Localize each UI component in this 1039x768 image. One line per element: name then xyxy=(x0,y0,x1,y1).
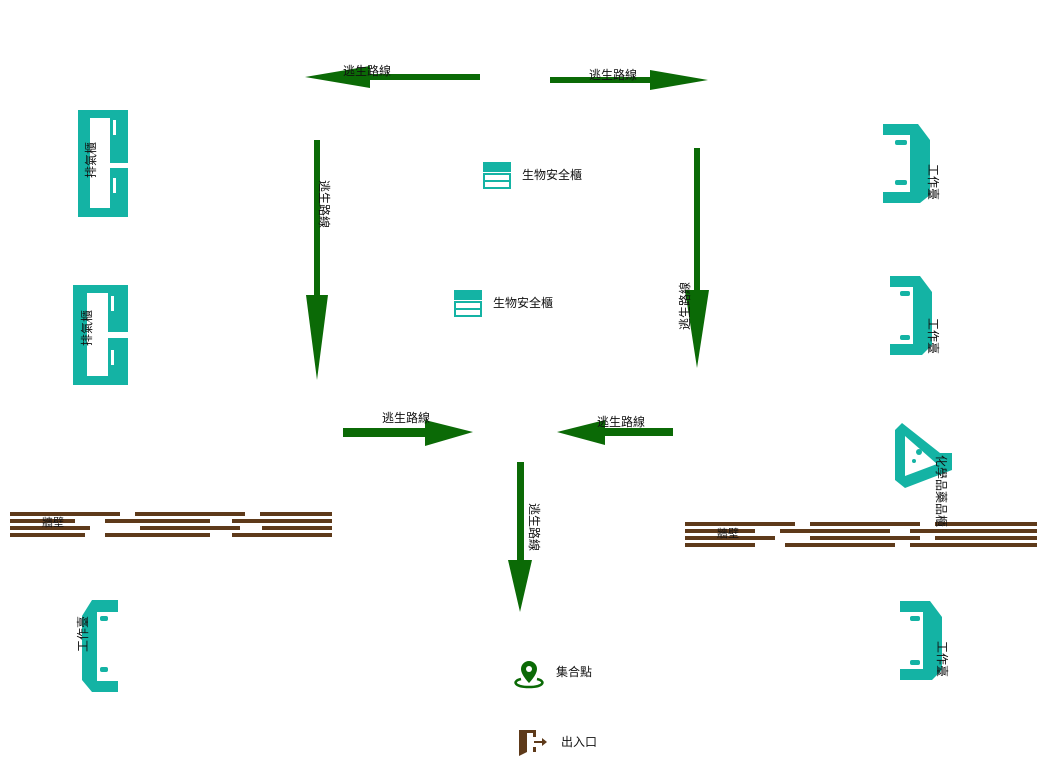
wall-left xyxy=(10,512,332,537)
route-label: 逃生路線 xyxy=(597,415,646,429)
workbench-icon xyxy=(883,124,930,203)
workbench-label: 工作臺 xyxy=(935,641,949,678)
fume-hood-label: 排氣櫃 xyxy=(84,141,98,178)
route-label: 逃生路線 xyxy=(527,503,541,552)
workbench-label: 工作臺 xyxy=(76,615,90,652)
fume-hood-icon xyxy=(73,285,128,385)
route-arrow-icon xyxy=(306,140,328,380)
flask-icon xyxy=(895,423,952,488)
route-label: 逃生路線 xyxy=(317,180,331,229)
biosafety-cabinet-label: 生物安全櫃 xyxy=(522,168,583,182)
entrance-label: 出入口 xyxy=(561,735,598,749)
door-exit-icon xyxy=(519,730,547,756)
workbench-icon xyxy=(82,600,118,692)
workbench-label: 工作臺 xyxy=(926,318,940,355)
map-pin-icon xyxy=(514,661,544,689)
route-arrow-icon xyxy=(550,70,708,90)
workbench-label: 工作臺 xyxy=(926,164,940,201)
route-arrow-icon xyxy=(343,420,473,446)
fume-hood-label: 排氣櫃 xyxy=(80,309,94,346)
chemical-cabinet-label: 化學品藥品櫃 xyxy=(934,455,948,528)
route-label: 逃生路線 xyxy=(589,68,638,82)
wall-label: 牆壁 xyxy=(42,516,64,529)
fume-hood-icon xyxy=(78,110,128,217)
route-arrow-icon xyxy=(685,148,709,368)
cabinet-icon xyxy=(454,290,482,317)
route-arrow-icon xyxy=(557,420,673,445)
cabinet-icon xyxy=(483,162,511,189)
wall-right xyxy=(685,522,1037,547)
assembly-point-label: 集合點 xyxy=(556,665,593,679)
workbench-icon xyxy=(900,601,942,680)
route-arrow-icon xyxy=(508,462,532,612)
route-label: 逃生路線 xyxy=(343,64,392,78)
biosafety-cabinet-label: 生物安全櫃 xyxy=(493,296,554,310)
route-label: 逃生路線 xyxy=(382,411,431,425)
workbench-icon xyxy=(890,276,932,355)
route-label: 逃生路線 xyxy=(678,281,692,330)
route-arrow-icon xyxy=(305,66,480,88)
wall-label: 牆壁 xyxy=(717,527,739,540)
